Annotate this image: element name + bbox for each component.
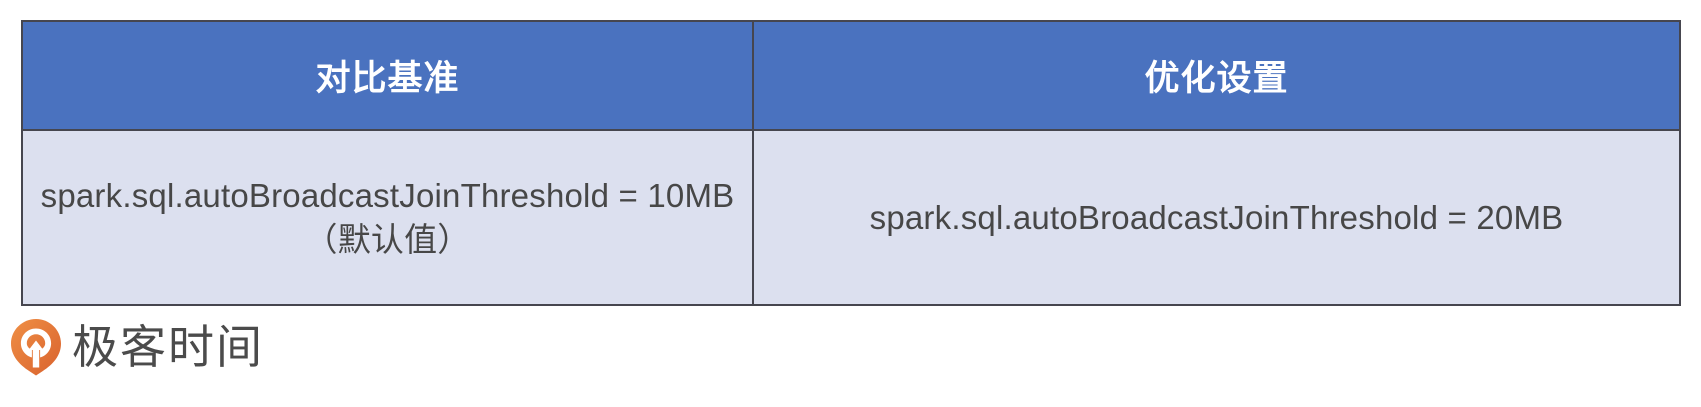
table-row: spark.sql.autoBroadcastJoinThreshold = 1… bbox=[21, 129, 1681, 306]
table-body: spark.sql.autoBroadcastJoinThreshold = 1… bbox=[21, 129, 1681, 306]
table-header-row: 对比基准 优化设置 bbox=[21, 20, 1681, 131]
table-header: 对比基准 优化设置 bbox=[21, 20, 1681, 131]
brand-logo-text: 极客时间 bbox=[72, 321, 264, 373]
column-header-optimized: 优化设置 bbox=[752, 20, 1681, 131]
brand-logo: 极客时间 bbox=[10, 312, 264, 382]
geek-time-pin-icon bbox=[11, 319, 61, 376]
cell-optimized-value: spark.sql.autoBroadcastJoinThreshold = 2… bbox=[752, 129, 1681, 306]
comparison-table: 对比基准 优化设置 spark.sql.autoBroadcastJoinThr… bbox=[21, 20, 1681, 306]
comparison-table-container: 对比基准 优化设置 spark.sql.autoBroadcastJoinThr… bbox=[21, 20, 1681, 306]
column-header-baseline: 对比基准 bbox=[21, 20, 754, 131]
cell-baseline-value: spark.sql.autoBroadcastJoinThreshold = 1… bbox=[21, 129, 754, 306]
